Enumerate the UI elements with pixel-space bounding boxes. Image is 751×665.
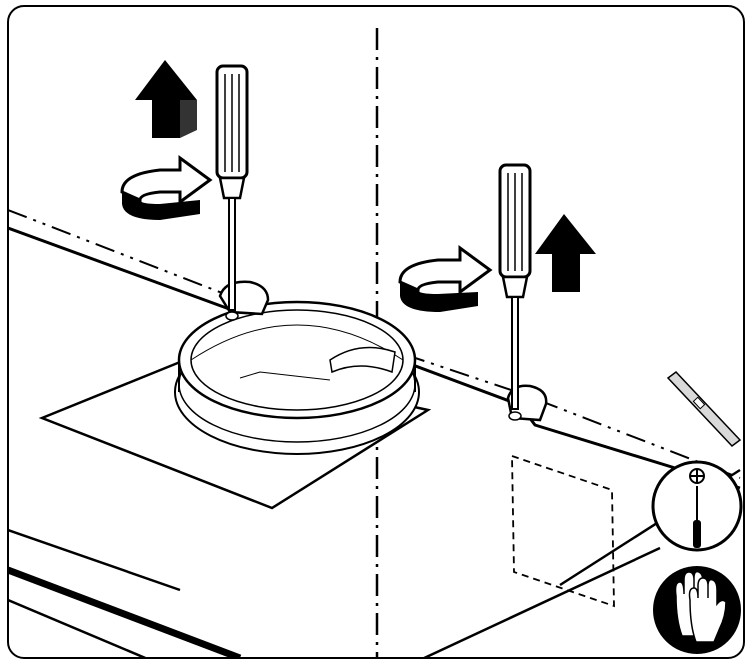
duct-flange <box>174 300 420 455</box>
hood-edge-line <box>419 546 661 658</box>
screwdriver-icon <box>498 163 532 421</box>
hood-edge-line <box>8 598 151 658</box>
up-arrow-icon <box>535 214 596 292</box>
up-arrow-icon <box>135 60 197 138</box>
frame-border <box>7 5 745 659</box>
phillips-screwdriver-badge <box>651 460 743 552</box>
spirit-level-icon <box>666 370 742 448</box>
gloves-badge <box>653 566 741 654</box>
screwdriver-icon <box>215 64 249 321</box>
rotate-arrow-icon <box>120 155 213 220</box>
hood-edge-line <box>8 528 181 592</box>
phillips-head-icon <box>689 468 705 484</box>
dashed-cutout <box>511 454 615 608</box>
mounting-bracket <box>218 280 270 316</box>
hood-edge-line <box>8 566 242 658</box>
scene <box>8 28 741 658</box>
gloves-icon <box>674 570 727 643</box>
rotate-arrow-icon <box>398 245 493 312</box>
